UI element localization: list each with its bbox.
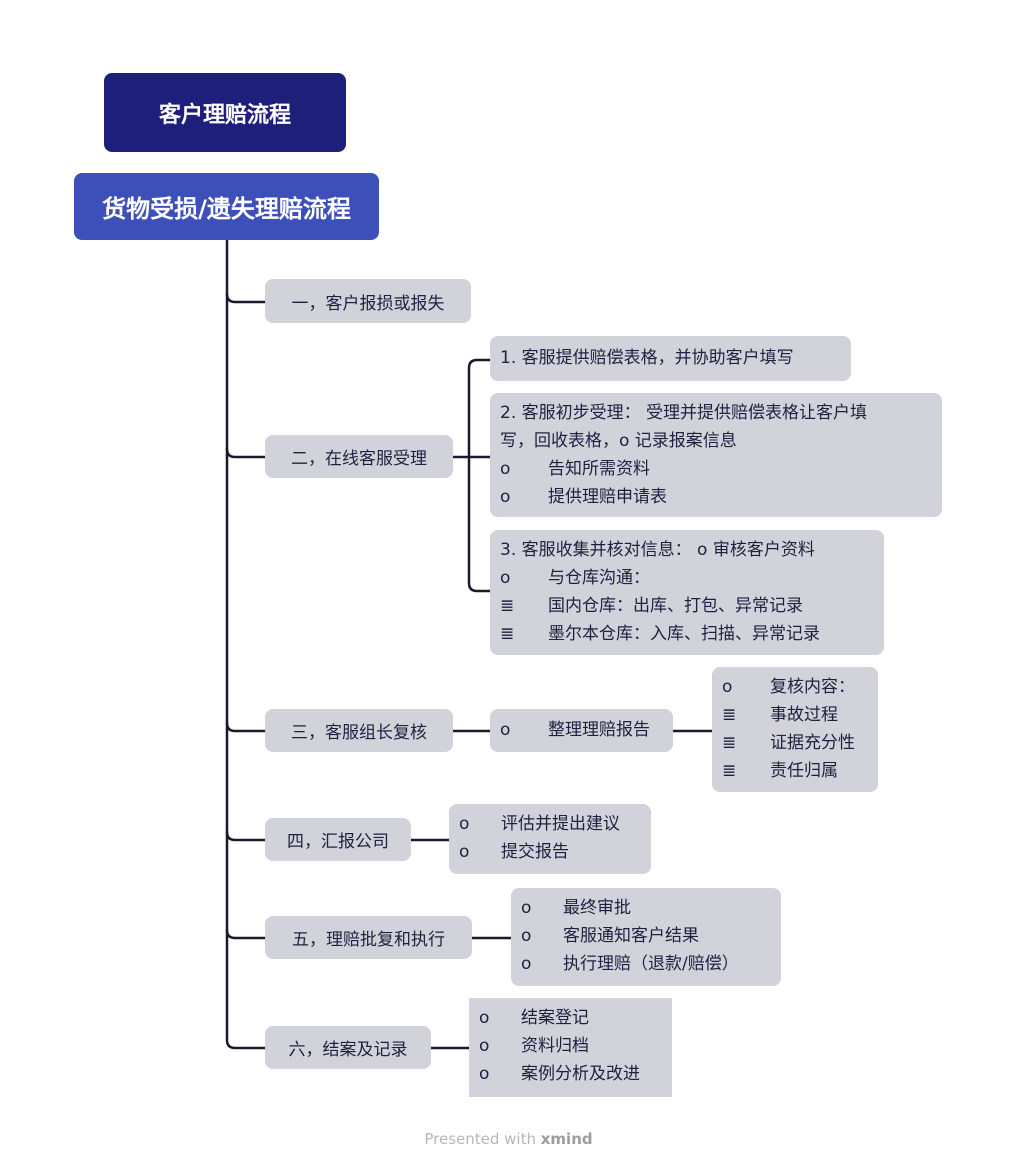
- connector-b2: [225, 447, 267, 459]
- leaf-text: 3. 客服收集并核对信息： o 审核客户资料: [500, 540, 815, 560]
- footer-prefix: Presented with: [424, 1130, 541, 1148]
- connector-b2-c1: [467, 358, 492, 459]
- xmind-logo: xmind: [540, 1130, 593, 1148]
- branch-label: 二，在线客服受理: [291, 449, 427, 469]
- connector-b1: [225, 292, 267, 304]
- leaf-text: 2. 客服初步受理： 受理并提供赔偿表格让客户填: [500, 403, 868, 423]
- leaf-text: ≣责任归属: [722, 761, 838, 781]
- branch-6[interactable]: 六，结案及记录: [265, 1026, 431, 1069]
- root-topic-label: 客户理赔流程: [158, 102, 291, 128]
- main-topic-label: 货物受损/遗失理赔流程: [102, 195, 351, 223]
- branch-label: 三，客服组长复核: [291, 723, 427, 743]
- branch-5[interactable]: 五，理赔批复和执行: [265, 916, 472, 959]
- connector-b2-c3: [467, 455, 492, 593]
- branch-label: 一，客户报损或报失: [291, 293, 445, 314]
- footer-credit: Presented with xmind: [0, 1130, 1017, 1148]
- branch-4[interactable]: 四，汇报公司: [265, 818, 411, 861]
- branch-label: 六，结案及记录: [288, 1040, 408, 1060]
- connector-b3: [225, 721, 267, 733]
- branch-label: 五，理赔批复和执行: [292, 930, 445, 950]
- branch-1[interactable]: 一，客户报损或报失: [265, 279, 471, 323]
- leaf-text: ≣事故过程: [722, 705, 838, 725]
- connector-b5: [225, 928, 267, 940]
- leaf-text: 写，回收表格，o 记录报案信息: [500, 431, 737, 451]
- b2-child-1[interactable]: 1. 客服提供赔偿表格，并协助客户填写: [490, 336, 851, 381]
- leaf-text: 1. 客服提供赔偿表格，并协助客户填写: [500, 348, 794, 368]
- main-topic[interactable]: 货物受损/遗失理赔流程: [74, 173, 379, 240]
- trunk-line: [225, 238, 267, 1050]
- b2-child-2[interactable]: 2. 客服初步受理： 受理并提供赔偿表格让客户填 写，回收表格，o 记录报案信息…: [490, 393, 942, 517]
- branch-3[interactable]: 三，客服组长复核: [265, 709, 453, 752]
- branch-label: 四，汇报公司: [287, 832, 389, 852]
- leaf-text: ≣国内仓库：出库、打包、异常记录: [500, 596, 803, 616]
- leaf-text: ≣墨尔本仓库：入库、扫描、异常记录: [500, 624, 820, 644]
- root-topic[interactable]: 客户理赔流程: [104, 73, 346, 152]
- branch-2[interactable]: 二，在线客服受理: [265, 435, 453, 478]
- connector-b4: [225, 830, 267, 842]
- leaf-text: ≣证据充分性: [722, 733, 855, 753]
